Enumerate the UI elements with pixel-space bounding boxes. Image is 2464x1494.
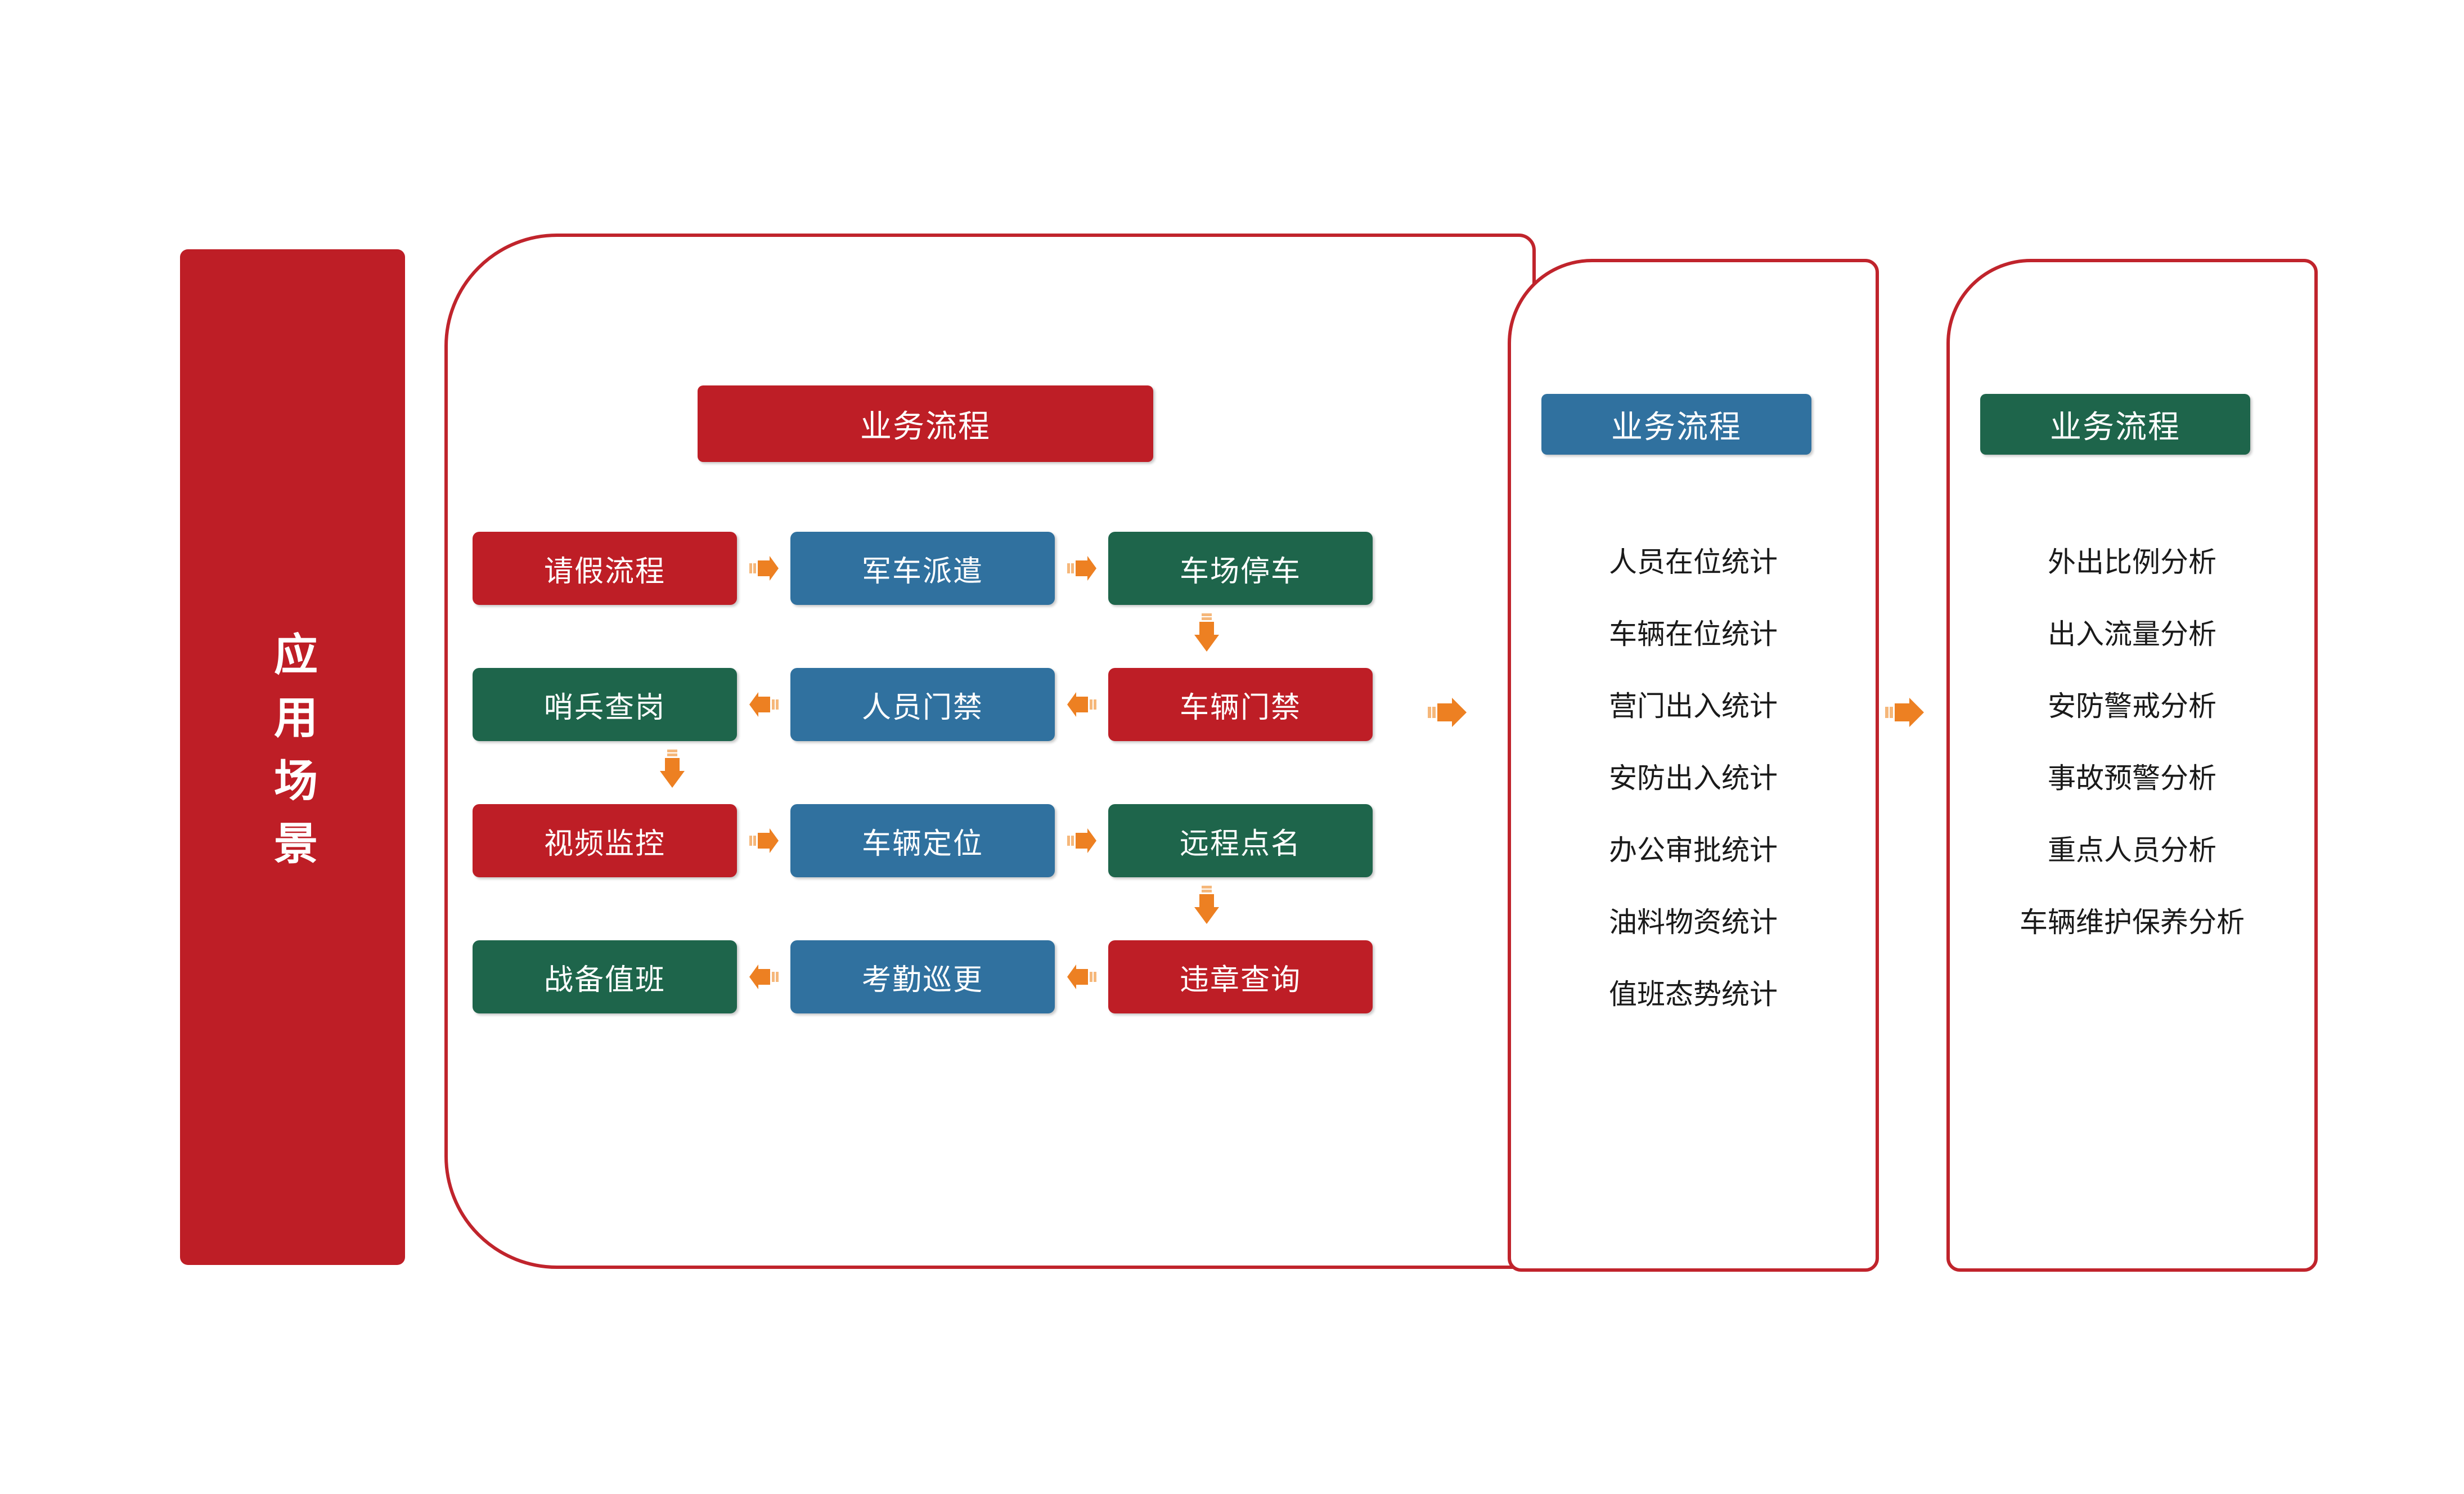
application-scenario-label: 应用场景	[268, 631, 317, 883]
flow-box-label: 哨兵查岗	[543, 691, 666, 724]
arrow-right-icon	[1885, 698, 1924, 727]
flow-box-video-surveillance[interactable]: 视频监控	[473, 804, 737, 877]
flow-box-parking-lot[interactable]: 车场停车	[1108, 532, 1373, 605]
flow-box-military-vehicle-dispatch[interactable]: 军车派遣	[790, 532, 1055, 605]
flow-box-label: 请假流程	[543, 555, 666, 588]
flow-box-combat-readiness-duty[interactable]: 战备值班	[473, 940, 737, 1013]
flow-box-label: 战备值班	[543, 963, 666, 997]
list-item[interactable]: 办公审批统计	[1609, 835, 1778, 866]
statistics-panel-header-label: 业务流程	[1611, 409, 1742, 445]
flow-row: 哨兵查岗 人员门禁 车辆门禁	[473, 668, 1373, 741]
flow-connector-vertical	[1190, 606, 1224, 659]
flow-box-label: 人员门禁	[861, 691, 983, 724]
arrow-left-icon	[749, 692, 779, 717]
flow-box-label: 远程点名	[1179, 827, 1301, 860]
flow-box-leave-process[interactable]: 请假流程	[473, 532, 737, 605]
flow-box-label: 考勤巡更	[861, 963, 983, 997]
arrow-right-icon	[749, 828, 779, 853]
list-item[interactable]: 车辆维护保养分析	[2020, 907, 2245, 938]
statistics-panel-header: 业务流程	[1541, 394, 1811, 455]
arrow-right-icon	[1067, 828, 1096, 853]
list-item[interactable]: 重点人员分析	[2048, 835, 2216, 866]
flow-box-label: 军车派遣	[861, 555, 983, 588]
arrow-left-icon	[749, 964, 779, 989]
flow-box-label: 视频监控	[543, 827, 666, 860]
flow-box-remote-roll-call[interactable]: 远程点名	[1108, 804, 1373, 877]
analysis-item-list: 外出比例分析 出入流量分析 安防警戒分析 事故预警分析 重点人员分析 车辆维护保…	[1946, 526, 2318, 958]
flow-box-personnel-access-control[interactable]: 人员门禁	[790, 668, 1055, 741]
list-item[interactable]: 出入流量分析	[2048, 618, 2216, 650]
analysis-panel-header-label: 业务流程	[2050, 409, 2180, 445]
analysis-panel-header: 业务流程	[1980, 394, 2250, 455]
statistics-item-list: 人员在位统计 车辆在位统计 营门出入统计 安防出入统计 办公审批统计 油料物资统…	[1508, 526, 1879, 1030]
arrow-down-icon	[1194, 613, 1219, 652]
flow-connector-vertical	[1190, 878, 1224, 932]
flow-connector	[737, 804, 790, 877]
flow-row: 视频监控 车辆定位 远程点名	[473, 804, 1373, 877]
list-item[interactable]: 值班态势统计	[1609, 979, 1778, 1010]
flow-row: 战备值班 考勤巡更 违章查询	[473, 940, 1373, 1013]
list-item[interactable]: 车辆在位统计	[1609, 618, 1778, 650]
flow-connector	[1055, 668, 1108, 741]
arrow-down-icon	[1194, 885, 1219, 924]
flow-box-label: 车辆定位	[861, 827, 983, 860]
flow-connector	[1055, 804, 1108, 877]
flow-box-label: 违章查询	[1179, 963, 1301, 997]
flow-connector	[737, 532, 790, 605]
arrow-down-icon	[660, 749, 685, 788]
arrow-right-icon	[1428, 698, 1467, 727]
list-item[interactable]: 安防警戒分析	[2048, 690, 2216, 722]
process-panel-header-label: 业务流程	[860, 408, 991, 444]
list-item[interactable]: 油料物资统计	[1609, 907, 1778, 938]
flow-connector	[1055, 532, 1108, 605]
application-scenario-banner: 应用场景	[180, 249, 405, 1265]
list-item[interactable]: 事故预警分析	[2048, 762, 2216, 794]
process-flow-grid: 请假流程 军车派遣 车场停车 哨兵查岗	[473, 532, 1373, 1013]
flow-row: 请假流程 军车派遣 车场停车	[473, 532, 1373, 605]
arrow-left-icon	[1067, 692, 1096, 717]
flow-connector	[737, 940, 790, 1013]
flow-box-sentry-check[interactable]: 哨兵查岗	[473, 668, 737, 741]
flow-box-label: 车场停车	[1179, 555, 1301, 588]
list-item[interactable]: 人员在位统计	[1609, 546, 1778, 578]
flow-box-vehicle-access-control[interactable]: 车辆门禁	[1108, 668, 1373, 741]
list-item[interactable]: 安防出入统计	[1609, 762, 1778, 794]
flow-connector	[737, 668, 790, 741]
flow-connector	[1055, 940, 1108, 1013]
list-item[interactable]: 营门出入统计	[1609, 690, 1778, 722]
flow-box-vehicle-positioning[interactable]: 车辆定位	[790, 804, 1055, 877]
arrow-right-icon	[749, 556, 779, 581]
arrow-right-icon	[1067, 556, 1096, 581]
flow-box-violation-query[interactable]: 违章查询	[1108, 940, 1373, 1013]
flow-box-attendance-patrol[interactable]: 考勤巡更	[790, 940, 1055, 1013]
flow-box-label: 车辆门禁	[1179, 691, 1301, 724]
flow-connector-vertical	[655, 742, 689, 796]
list-item[interactable]: 外出比例分析	[2048, 546, 2216, 578]
process-panel-header: 业务流程	[698, 385, 1153, 462]
arrow-left-icon	[1067, 964, 1096, 989]
